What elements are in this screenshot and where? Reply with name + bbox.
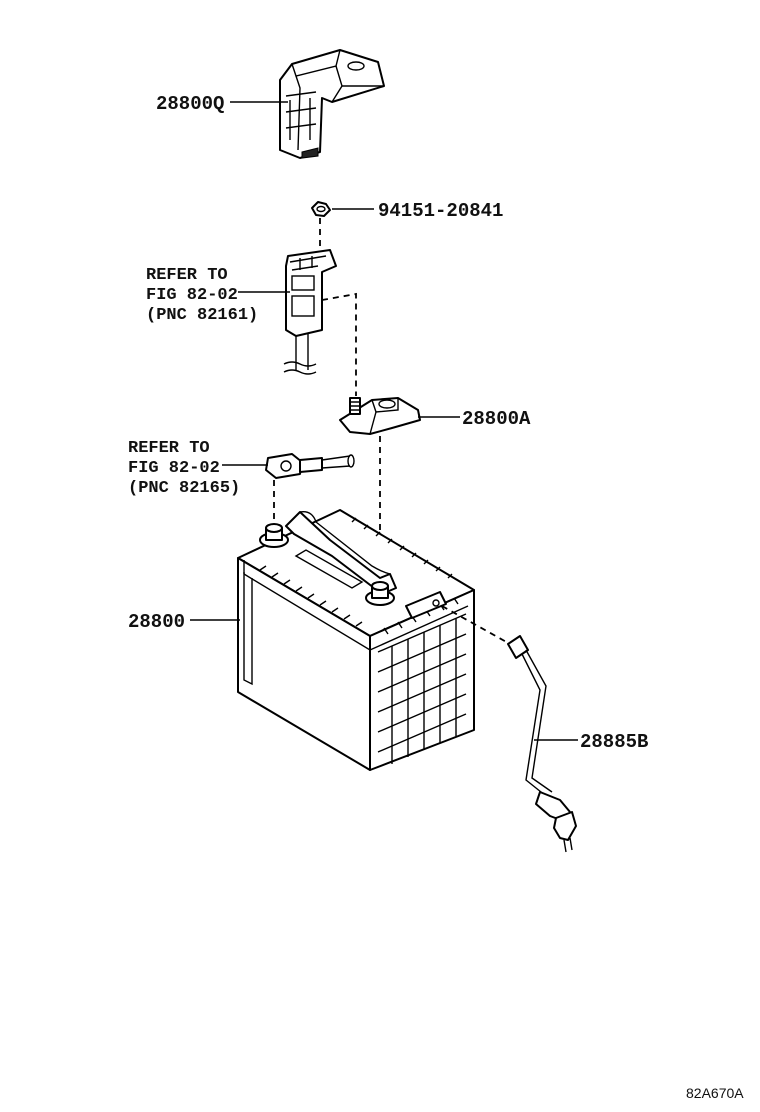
sensor-cable-part-number: 28885B [580,731,648,753]
refer-note-82161: REFER TO FIG 82-02 (PNC 82161) [146,266,258,325]
refer-note-82161-line2: FIG 82-02 [146,286,238,305]
refer-note-82161-line1: REFER TO [146,266,228,285]
nut-part-number: 94151-20841 [378,200,503,222]
refer-note-82165-line3: (PNC 82165) [128,479,240,498]
positive-terminal-clamp-part[interactable] [339,397,421,435]
refer-note-82165-line2: FIG 82-02 [128,459,220,478]
negative-cable-terminal[interactable] [265,453,355,479]
figure-id: 82A670A [686,1085,744,1101]
refer-note-82161-line3: (PNC 82161) [146,306,258,325]
terminal-cover-part[interactable] [279,49,385,159]
refer-note-82165: REFER TO FIG 82-02 (PNC 82165) [128,439,240,498]
cover-part-number: 28800Q [156,93,224,115]
battery-part-number: 28800 [128,611,185,633]
battery-part[interactable] [237,509,475,771]
refer-note-82165-line1: REFER TO [128,439,210,458]
terminal-part-number: 28800A [462,408,531,430]
nut-part[interactable] [311,201,331,217]
positive-cable-terminal[interactable] [283,249,337,375]
sensor-cable-part[interactable] [507,635,577,853]
